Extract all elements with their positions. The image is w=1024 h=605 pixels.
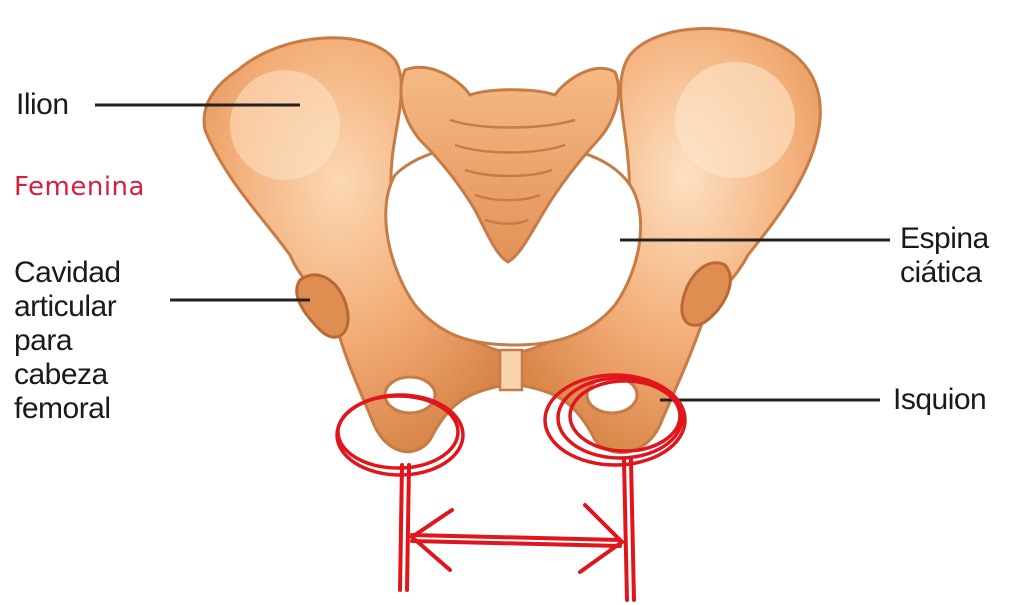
label-cavidad-line-4: cabeza [14, 358, 121, 392]
label-espina-line-2: ciática [900, 256, 989, 290]
label-cavidad-line-3: para [14, 324, 121, 358]
label-espina-ciatica: Espina ciática [900, 222, 989, 290]
pubic-symphysis [500, 350, 522, 390]
label-espina-line-1: Espina [900, 222, 989, 256]
label-cavidad-articular: Cavidad articular para cabeza femoral [14, 256, 121, 426]
label-cavidad-line-5: femoral [14, 392, 121, 426]
label-ilion: Ilion [16, 88, 69, 122]
subtitle-femenina: Femenina [14, 172, 145, 202]
double-headed-arrow [400, 460, 634, 600]
label-cavidad-line-2: articular [14, 290, 121, 324]
label-cavidad-line-1: Cavidad [14, 256, 121, 290]
label-isquion: Isquion [893, 383, 986, 417]
